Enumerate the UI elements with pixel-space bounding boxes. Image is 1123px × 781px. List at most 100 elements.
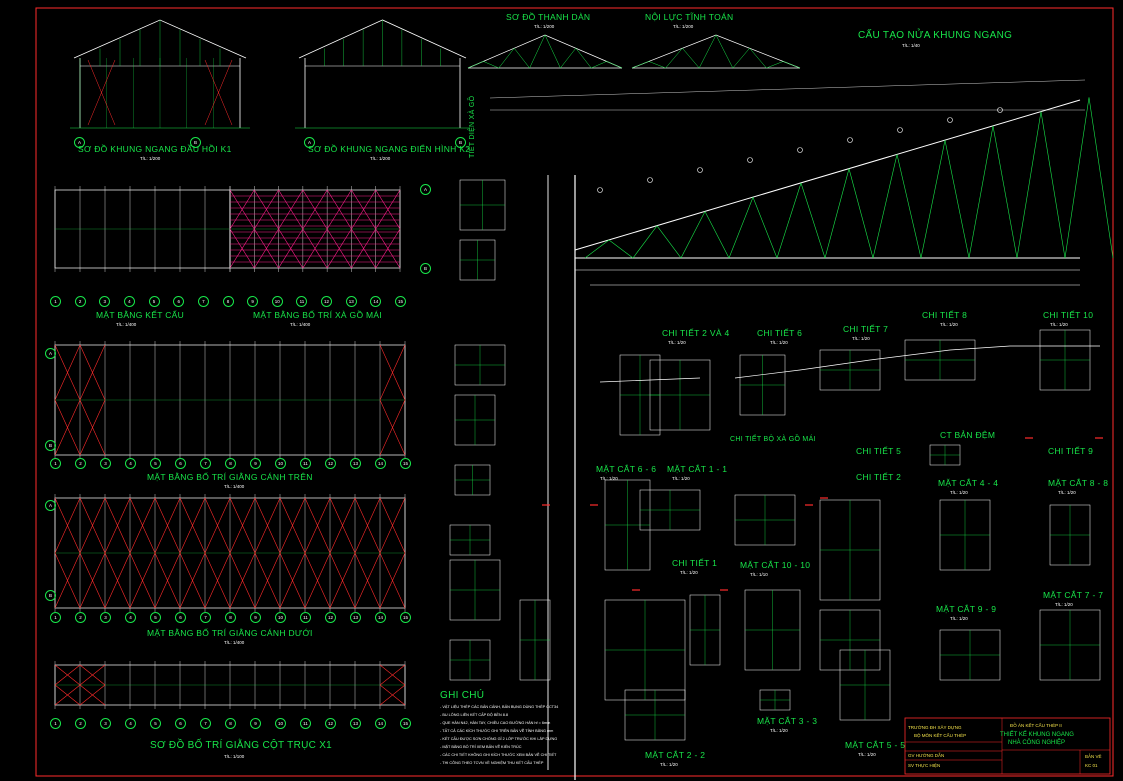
scale-thanh-dan: T/L: 1/200 <box>534 24 555 29</box>
title-ghi-chu: GHI CHÚ <box>440 690 485 701</box>
axis-bubble: 3 <box>100 458 111 469</box>
linework <box>704 211 730 259</box>
linework <box>647 177 653 183</box>
axis-bubble: 14 <box>375 718 386 729</box>
linework <box>354 552 381 609</box>
scale-ct24: T/L: 1/20 <box>668 340 686 345</box>
title-cau-tao: CẤU TẠO NỬA KHUNG NGANG <box>858 30 1013 41</box>
title-noi-luc: NỘI LỰC TĨNH TOÁN <box>645 12 734 22</box>
scale-mc44: T/L: 1/20 <box>950 490 968 495</box>
title-ct-ban-dem: CT BẢN ĐỆM <box>940 430 996 440</box>
axis-bubble: 2 <box>75 458 86 469</box>
linework <box>254 228 279 269</box>
linework <box>732 48 750 69</box>
linework <box>326 228 352 269</box>
axis-bubble: 10 <box>271 296 283 307</box>
scale-mc99: T/L: 1/20 <box>950 616 968 621</box>
axis-bubble: 10 <box>275 458 286 469</box>
linework <box>597 187 603 193</box>
axis-bubble: 12 <box>321 296 333 307</box>
linework <box>848 168 874 259</box>
linework <box>747 157 753 163</box>
note-6: - MẶT BẰNG BỐ TRÍ XEM BẢN VẼ KIẾN TRÚC <box>440 745 522 749</box>
note-1: - VẬT LIỆU THÉP CÁC BẢN CÁNH, BẢN BỤNG D… <box>440 705 559 709</box>
linework <box>591 61 607 69</box>
linework <box>304 552 331 609</box>
axis-bubble: 12 <box>325 718 336 729</box>
title-ct-2-4: CHI TIẾT 2 VÀ 4 <box>662 328 730 338</box>
scale-mc88: T/L: 1/20 <box>1058 490 1076 495</box>
linework <box>947 117 953 123</box>
axis-bubble: 8 <box>225 718 236 729</box>
title-ct-2: CHI TIẾT 2 <box>856 472 902 482</box>
title-mc-9-9: MẶT CẮT 9 - 9 <box>936 604 997 614</box>
scale-k1: T/L: 1/200 <box>140 156 161 161</box>
linework <box>1064 97 1090 259</box>
title-ct-9: CHI TIẾT 9 <box>1048 446 1094 456</box>
linework <box>379 399 406 456</box>
title-tiet-dien-xa-go: TIẾT DIỆN XÀ GỒ <box>469 95 476 158</box>
linework <box>379 497 406 554</box>
scale-ct1: T/L: 1/20 <box>680 570 698 575</box>
title-so-do-thanh-dan: SƠ ĐỒ THANH DÀN <box>506 12 591 22</box>
linework <box>797 147 803 153</box>
tb-sheet-no: KC 01 <box>1085 763 1098 768</box>
scale-xa-go: T/L: 1/400 <box>290 322 311 327</box>
axis-bubble: 9 <box>250 612 261 623</box>
axis-bubble: 5 <box>150 612 161 623</box>
scale-mc33: T/L: 1/20 <box>770 728 788 733</box>
linework <box>749 48 767 69</box>
tb-title2: NHÀ CÔNG NGHIỆP <box>1008 740 1066 746</box>
title-ct-5: CHI TIẾT 5 <box>856 446 902 456</box>
linework <box>489 79 1086 99</box>
linework <box>715 34 734 69</box>
linework <box>329 497 356 554</box>
axis-bubble: 15 <box>400 718 411 729</box>
linework <box>79 344 106 401</box>
axis-bubble: 12 <box>325 458 336 469</box>
linework <box>379 552 406 609</box>
linework <box>1016 111 1042 259</box>
scale-mc11: T/L: 1/20 <box>672 476 690 481</box>
linework <box>766 61 784 69</box>
axis-bubble: 6 <box>175 458 186 469</box>
linework <box>847 137 853 143</box>
roof-detail-line <box>599 377 701 383</box>
title-giang-canh-duoi: MẶT BẰNG BỐ TRÍ GIẰNG CÁNH DƯỚI <box>147 628 313 638</box>
linework <box>483 61 499 69</box>
axis-bubble: 7 <box>200 458 211 469</box>
linework <box>204 497 231 554</box>
tb-title1: THIẾT KẾ KHUNG NGANG <box>1000 732 1074 738</box>
title-mc-3-3: MẶT CẮT 3 - 3 <box>757 716 818 726</box>
title-mat-bang-xa-go: MẶT BẰNG BỐ TRÍ XÀ GỒ MÁI <box>253 310 383 320</box>
scale-k2: T/L: 1/200 <box>370 156 391 161</box>
axis-bubble: 15 <box>400 612 411 623</box>
linework <box>968 125 994 259</box>
linework <box>229 189 255 230</box>
linework <box>229 228 255 269</box>
linework <box>54 344 81 401</box>
title-ct-8: CHI TIẾT 8 <box>922 310 968 320</box>
linework <box>783 61 801 69</box>
linework <box>896 154 922 259</box>
linework <box>467 34 623 69</box>
linework <box>997 107 1003 113</box>
linework <box>279 497 306 554</box>
scale-ct10: T/L: 1/20 <box>1050 322 1068 327</box>
title-ct-1: CHI TIẾT 1 <box>672 558 718 568</box>
axis-bubble-letter: A <box>304 137 315 148</box>
axis-bubble: 14 <box>370 296 382 307</box>
scale-mc77: T/L: 1/20 <box>1055 602 1073 607</box>
linework <box>278 189 304 230</box>
linework <box>229 497 256 554</box>
scale-mc55: T/L: 1/20 <box>858 752 876 757</box>
linework <box>872 154 898 259</box>
axis-bubble: 11 <box>300 458 311 469</box>
axis-bubble: 13 <box>345 296 357 307</box>
linework <box>302 189 328 230</box>
title-sd-khung-dien-hinh: SƠ ĐỒ KHUNG NGANG ĐIỂN HÌNH K2 <box>308 144 471 154</box>
axis-bubble-letter: B <box>455 137 466 148</box>
axis-bubble: 10 <box>275 718 286 729</box>
scale-canh-duoi: T/L: 1/400 <box>224 640 245 645</box>
linework <box>129 497 156 554</box>
